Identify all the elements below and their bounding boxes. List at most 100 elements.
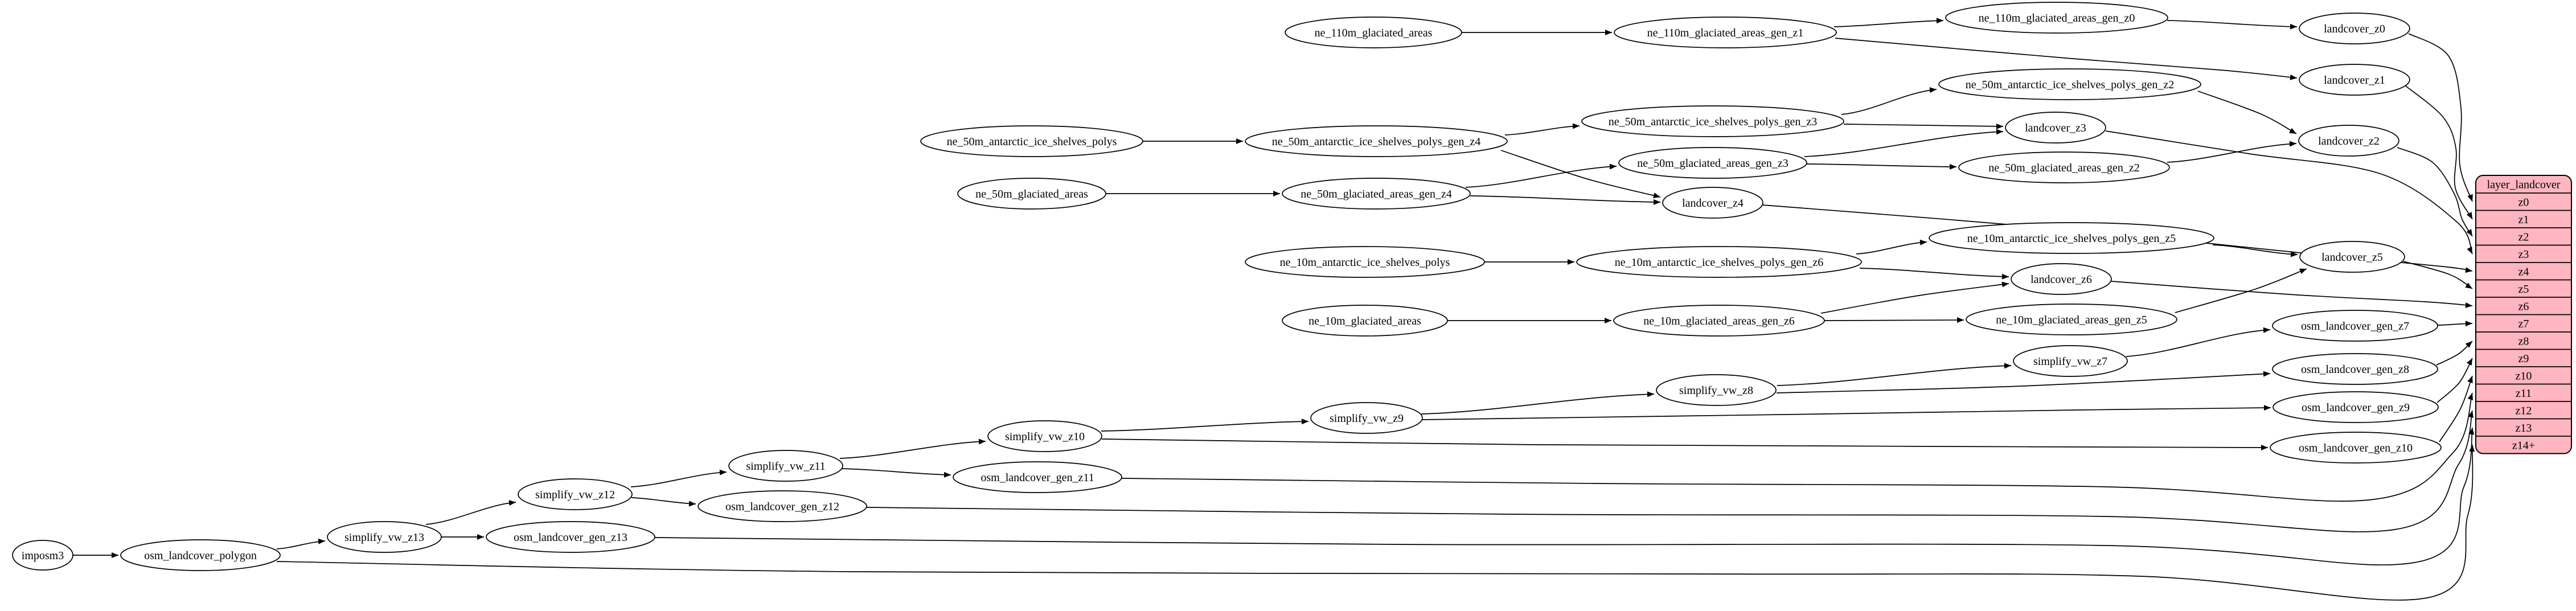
node-osm_landcover_polygon-ellipse [120,539,281,571]
node-osm_landcover_gen_z11-ellipse [953,461,1122,493]
node-simplify_vw_z11-label: simplify_vw_z11 [746,460,825,473]
edge-ne_50m_antarctic_ice_shelves_polys_gen_z3--ne_50m_antarctic_ice_shelves_polys_gen_z2 [1841,87,1937,115]
table-row-z6: z6 [2518,300,2529,313]
table-row-z3: z3 [2518,248,2529,261]
node-osm_landcover_gen_z13-label: osm_landcover_gen_z13 [514,531,627,544]
edge-ne_50m_glaciated_areas_gen_z2--landcover_z2 [2167,141,2297,163]
node-osm_landcover_gen_z9-label: osm_landcover_gen_z9 [2302,401,2410,414]
node-landcover_z1-ellipse [2299,64,2410,96]
node-ne_50m_glaciated_areas_gen_z3-label: ne_50m_glaciated_areas_gen_z3 [1637,157,1788,170]
node-simplify_vw_z7-ellipse [2013,345,2128,377]
edge-simplify_vw_z10--osm_landcover_gen_z10 [1101,438,2269,450]
node-ne_110m_glaciated_areas_gen_z1-label: ne_110m_glaciated_areas_gen_z1 [1647,27,1804,39]
table-title: layer_landcover [2487,179,2561,191]
node-landcover_z1-label: landcover_z1 [2324,74,2385,87]
edge-ne_50m_antarctic_ice_shelves_polys_gen_z3--landcover_z3 [1843,123,2004,129]
node-imposm3-ellipse [12,540,73,571]
node-ne_50m_glaciated_areas-ellipse [957,178,1106,210]
node-landcover_z0-label: landcover_z0 [2324,23,2385,35]
node-ne_50m_antarctic_ice_shelves_polys_gen_z4-label: ne_50m_antarctic_ice_shelves_polys_gen_z… [1272,136,1481,148]
edge-landcover_z3--layer_landcover-z3 [2105,130,2473,255]
edge-simplify_vw_z12--osm_landcover_gen_z12 [631,497,696,507]
node-landcover_z4: landcover_z4 [1662,187,1763,219]
edge-ne_10m_glaciated_areas_gen_z6--landcover_z6 [1820,281,2009,314]
node-simplify_vw_z10: simplify_vw_z10 [987,420,1102,452]
edge-simplify_vw_z11--simplify_vw_z10 [839,438,986,459]
node-ne_50m_glaciated_areas_gen_z2-ellipse [1958,151,2170,183]
node-ne_10m_glaciated_areas_gen_z5-ellipse [1966,304,2177,335]
table-row-z11: z11 [2516,387,2532,400]
node-landcover_z5-label: landcover_z5 [2321,251,2383,264]
edge-ne_10m_antarctic_ice_shelves_polys_gen_z6--landcover_z6 [1859,268,2009,280]
node-landcover_z3: landcover_z3 [2005,112,2106,143]
node-landcover_z6: landcover_z6 [2011,263,2112,295]
edge-ne_110m_glaciated_areas_gen_z1--ne_110m_glaciated_areas_gen_z0 [1833,18,1944,27]
edge-osm_landcover_gen_z7--layer_landcover-z7 [2437,321,2473,327]
node-ne_110m_glaciated_areas: ne_110m_glaciated_areas [1285,17,1462,48]
node-osm_landcover_gen_z13: osm_landcover_gen_z13 [486,521,655,553]
node-ne_50m_glaciated_areas_gen_z3: ne_50m_glaciated_areas_gen_z3 [1618,147,1807,179]
node-ne_110m_glaciated_areas_gen_z1: ne_110m_glaciated_areas_gen_z1 [1614,17,1837,48]
node-osm_landcover_gen_z9: osm_landcover_gen_z9 [2273,391,2439,423]
node-osm_landcover_gen_z8-ellipse [2272,353,2438,385]
node-osm_landcover_gen_z8: osm_landcover_gen_z8 [2272,353,2438,385]
node-ne_50m_antarctic_ice_shelves_polys_gen_z3-ellipse [1581,105,1844,137]
edge-ne_50m_glaciated_areas_gen_z3--landcover_z3 [1804,129,2004,157]
node-simplify_vw_z11: simplify_vw_z11 [728,450,843,482]
node-ne_50m_glaciated_areas_gen_z3-ellipse [1618,147,1807,179]
edge-landcover_z5--layer_landcover-z5 [2403,261,2473,289]
edge-landcover_z4--layer_landcover-z4 [1762,204,2473,273]
edge-landcover_z2--layer_landcover-z2 [2397,147,2473,237]
edge-ne_10m_glaciated_areas_gen_z6--ne_10m_glaciated_areas_gen_z5 [1824,317,1964,323]
edge-osm_landcover_gen_z12--layer_landcover-z12 [866,410,2474,532]
node-ne_50m_glaciated_areas_gen_z4-ellipse [1282,178,1471,210]
node-osm_landcover_gen_z10: osm_landcover_gen_z10 [2270,432,2442,464]
node-simplify_vw_z7: simplify_vw_z7 [2013,345,2128,377]
node-osm_landcover_polygon: osm_landcover_polygon [120,539,281,571]
edge-landcover_z1--layer_landcover-z1 [2405,85,2473,220]
node-simplify_vw_z13-ellipse [327,521,442,553]
node-simplify_vw_z9-label: simplify_vw_z9 [1330,412,1404,425]
node-osm_landcover_gen_z12-label: osm_landcover_gen_z12 [725,501,839,513]
node-simplify_vw_z9: simplify_vw_z9 [1310,402,1423,434]
node-simplify_vw_z12-label: simplify_vw_z12 [535,489,615,501]
node-landcover_z2: landcover_z2 [2298,125,2399,157]
node-ne_110m_glaciated_areas-label: ne_110m_glaciated_areas [1315,27,1433,39]
table-row-z0: z0 [2518,196,2529,208]
table-layer_landcover: layer_landcoverz0z1z2z3z4z5z6z7z8z9z10z1… [2475,175,2572,454]
edge-ne_10m_antarctic_ice_shelves_polys_gen_z5--landcover_z5 [2212,244,2298,257]
node-landcover_z0-ellipse [2299,13,2410,44]
edge-ne_50m_glaciated_areas_gen_z3--ne_50m_glaciated_areas_gen_z2 [1806,163,1957,170]
node-landcover_z5: landcover_z5 [2299,241,2405,273]
node-landcover_z4-ellipse [1662,187,1763,219]
edge-simplify_vw_z11--osm_landcover_gen_z11 [841,468,951,478]
edge-ne_50m_glaciated_areas_gen_z4--landcover_z4 [1470,195,1661,205]
edge-simplify_vw_z8--simplify_vw_z7 [1777,363,2012,386]
node-osm_landcover_gen_z8-label: osm_landcover_gen_z8 [2301,363,2409,376]
edge-ne_110m_glaciated_areas_gen_z0--landcover_z0 [2167,20,2298,30]
table-row-z14+: z14+ [2512,439,2535,452]
edge-simplify_vw_z9--osm_landcover_gen_z9 [1422,405,2271,420]
node-imposm3-label: imposm3 [22,550,64,562]
node-landcover_z2-ellipse [2298,125,2399,157]
table-row-z8: z8 [2518,335,2529,347]
node-simplify_vw_z8: simplify_vw_z8 [1656,374,1777,406]
node-osm_landcover_polygon-label: osm_landcover_polygon [144,550,257,562]
table-row-z13: z13 [2516,422,2532,434]
table-row-z2: z2 [2518,231,2529,243]
table-row-z9: z9 [2518,352,2529,365]
node-ne_110m_glaciated_areas-ellipse [1285,17,1462,48]
node-ne_50m_antarctic_ice_shelves_polys_gen_z2: ne_50m_antarctic_ice_shelves_polys_gen_z… [1938,68,2201,100]
node-ne_50m_antarctic_ice_shelves_polys-label: ne_50m_antarctic_ice_shelves_polys [947,136,1117,148]
node-ne_10m_antarctic_ice_shelves_polys_gen_z5-ellipse [1929,222,2214,254]
node-landcover_z6-label: landcover_z6 [2031,273,2092,286]
node-landcover_z6-ellipse [2011,263,2112,295]
edge-ne_10m_glaciated_areas_gen_z5--landcover_z5 [2175,268,2307,313]
node-ne_10m_antarctic_ice_shelves_polys_gen_z5: ne_10m_antarctic_ice_shelves_polys_gen_z… [1929,222,2214,254]
edge-osm_landcover_gen_z13--layer_landcover-z13 [654,427,2475,565]
node-ne_50m_glaciated_areas_gen_z2: ne_50m_glaciated_areas_gen_z2 [1958,151,2170,183]
edge-osm_landcover_gen_z8--layer_landcover-z8 [2436,341,2473,366]
node-ne_10m_glaciated_areas_gen_z6-ellipse [1613,305,1825,337]
edge-osm_landcover_gen_z9--layer_landcover-z9 [2436,358,2473,403]
